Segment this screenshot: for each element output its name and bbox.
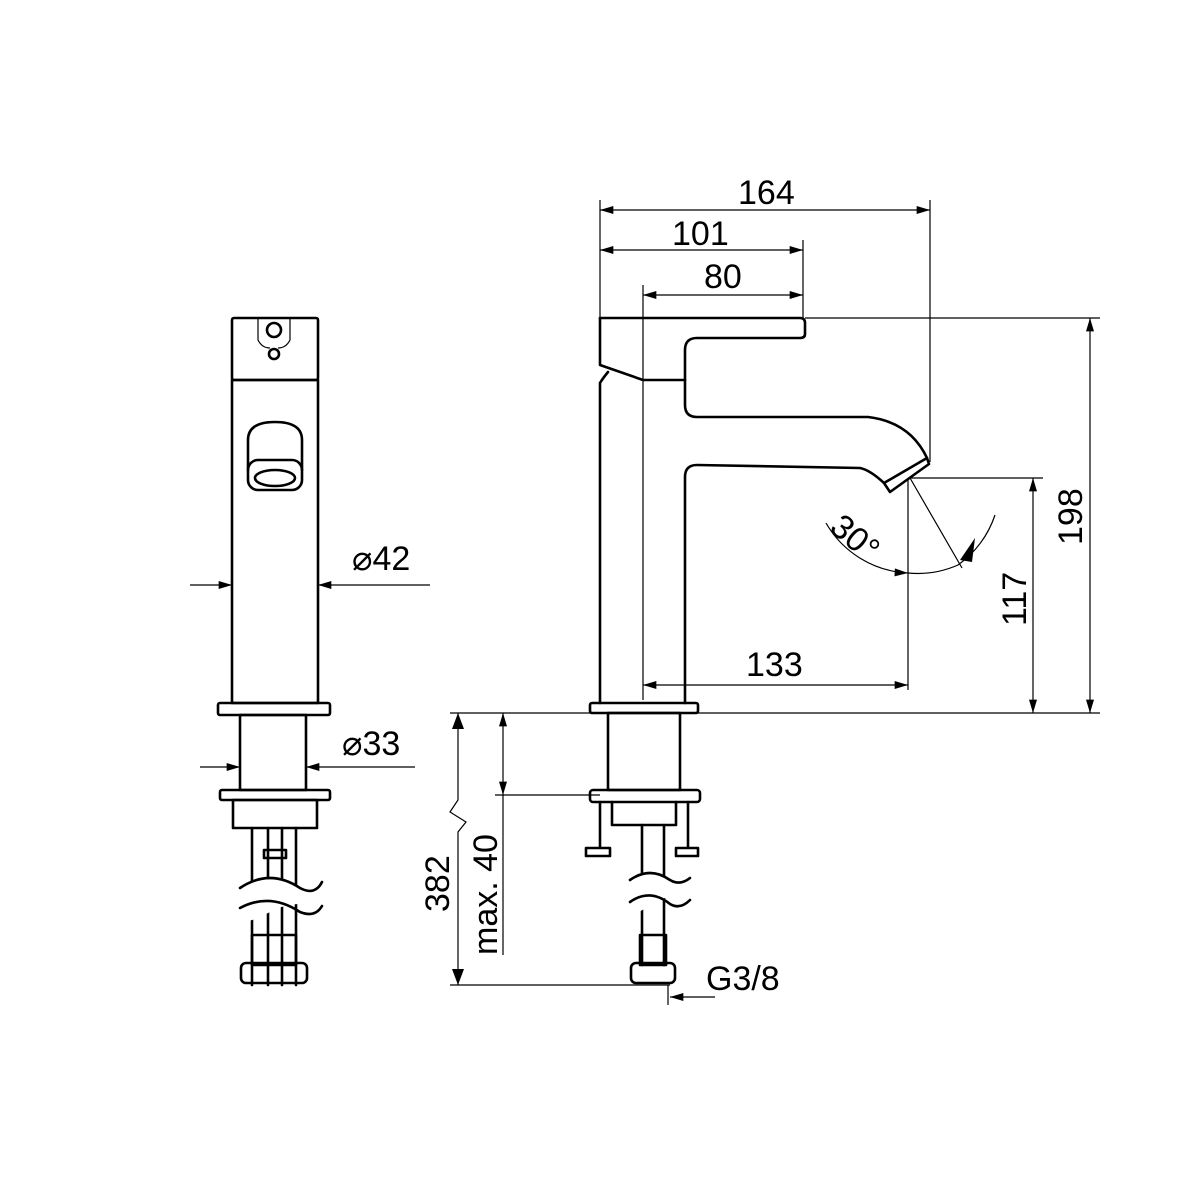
dim-total-with-hoses: 382 bbox=[419, 855, 457, 912]
angle-arc-right bbox=[907, 514, 996, 575]
fixing-bracket bbox=[584, 800, 700, 858]
hose-nuts-front bbox=[239, 961, 309, 985]
hose-connector bbox=[638, 933, 668, 967]
dim-lever-length: 101 bbox=[672, 215, 729, 253]
dim-body-diameter: ⌀42 bbox=[352, 540, 410, 578]
dim-spout-angle: 30° bbox=[823, 507, 887, 569]
aerator-outlet bbox=[253, 468, 297, 488]
angle-line bbox=[909, 477, 963, 569]
break-symbol bbox=[628, 871, 692, 908]
indicator-dot bbox=[267, 347, 281, 361]
angle-arc bbox=[825, 522, 909, 577]
body-front bbox=[230, 378, 320, 705]
fixing-nut-front bbox=[231, 798, 319, 830]
aerator bbox=[246, 458, 304, 492]
indicator-icon bbox=[265, 321, 283, 339]
dim-spout-reach: 133 bbox=[746, 646, 803, 684]
extension-lines bbox=[450, 200, 1100, 986]
base-plate-side bbox=[588, 701, 700, 715]
shank-side bbox=[606, 711, 682, 792]
dim-shank-diameter: ⌀33 bbox=[342, 725, 400, 763]
fixing-plate-side bbox=[588, 788, 702, 804]
dim-total-height: 198 bbox=[1052, 488, 1090, 545]
front-view: ⌀42 ⌀33 bbox=[190, 316, 430, 987]
dim-spout-height: 117 bbox=[996, 572, 1034, 626]
dim-axis-to-lever: 80 bbox=[704, 258, 742, 296]
spout-and-lever bbox=[598, 316, 931, 705]
dim-arrow bbox=[960, 538, 975, 562]
dim-thread: G3/8 bbox=[706, 960, 780, 998]
aerator-housing bbox=[246, 420, 304, 472]
break-symbol bbox=[238, 876, 324, 916]
hose-connector bbox=[250, 933, 298, 967]
body-side bbox=[598, 370, 610, 705]
spout-tip bbox=[882, 456, 929, 485]
hose-nut-side bbox=[629, 961, 677, 985]
dim-max-deck: max. 40 bbox=[467, 834, 505, 955]
side-view: 164 101 80 133 198 117 30° 382 max. 40 G… bbox=[419, 174, 1100, 1005]
fixing-plate-front bbox=[218, 788, 332, 802]
base-plate-front bbox=[216, 701, 332, 717]
lever-detail bbox=[257, 318, 291, 349]
shank-front bbox=[238, 713, 308, 792]
dim-line-382 bbox=[449, 713, 467, 985]
dim-total-length: 164 bbox=[738, 174, 795, 212]
lever-base bbox=[598, 316, 687, 382]
